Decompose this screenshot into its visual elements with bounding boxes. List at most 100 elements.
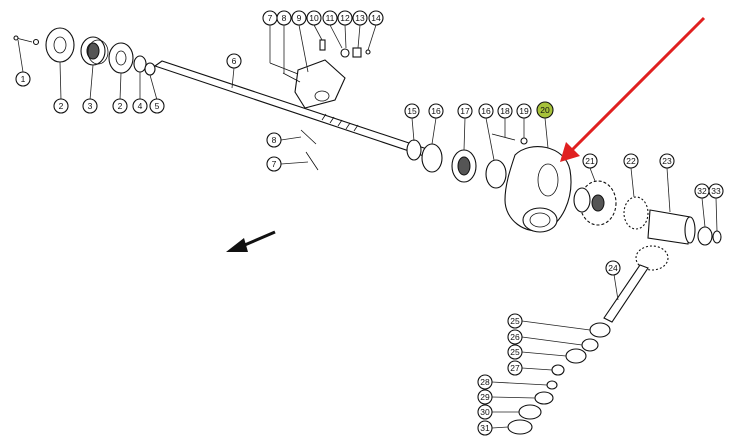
callout-label: 31 [480,423,490,433]
bushing-part [144,62,156,76]
callout-c22: 22 [623,153,639,169]
pin-part [282,72,301,83]
callout-c28: 28 [477,374,493,390]
callout-label: 25 [510,347,520,357]
callout-c12: 12 [337,10,353,26]
snap-ring-part [406,139,422,161]
callout-label: 27 [510,363,520,373]
leader-lines [17,24,718,429]
callout-c24: 24 [605,260,621,276]
callout-c8b: 8 [266,132,282,148]
callout-c31: 31 [477,420,493,436]
callout-label: 32 [697,186,707,196]
callout-c21: 21 [582,153,598,169]
callout-label: 2 [59,101,64,111]
callout-label: 2 [118,101,123,111]
callout-c2a: 2 [53,98,69,114]
callout-label: 22 [626,156,636,166]
callout-label: 6 [232,56,237,66]
callout-label: 16 [431,106,441,116]
bolt-part [15,37,33,43]
callout-label: 24 [608,263,618,273]
callout-c10: 10 [306,10,322,26]
callout-label: 1 [21,74,26,84]
indicator-arrow [560,16,706,162]
callout-c4: 4 [132,98,148,114]
callout-c2b: 2 [112,98,128,114]
callout-c11: 11 [322,10,338,26]
bearing-part [565,348,587,364]
nut-part [365,49,371,55]
callout-label: 12 [340,13,350,23]
callout-c14: 14 [368,10,384,26]
callout-label: 29 [480,392,490,402]
callout-c6: 6 [226,53,242,69]
callout-c20: 20 [536,101,554,119]
callout-c33: 33 [708,183,724,199]
washer-part [32,38,40,46]
callout-label: 20 [540,105,550,115]
callout-c5: 5 [149,98,165,114]
dowel-pin-part [305,151,319,171]
ring-part [133,55,147,73]
callout-c27: 27 [507,360,523,376]
right-gear-assembly [573,180,722,246]
callout-c16b: 16 [478,103,494,119]
callout-c25a: 25 [507,313,523,329]
direction-arrow [226,230,276,252]
pinion-shaft-assembly [507,245,669,435]
callout-c26: 26 [507,329,523,345]
ring-part [485,159,507,189]
gear-housing-part [504,146,572,233]
pinion-gear-part [635,245,669,271]
callout-c9: 9 [291,10,307,26]
washer-part [712,230,722,244]
callout-label: 7 [272,159,277,169]
callout-label: 10 [309,13,319,23]
callout-label: 30 [480,407,490,417]
bracket-part [294,59,346,109]
seal-part [518,404,542,420]
callout-label: 25 [510,316,520,326]
dowel-pin-part [300,129,317,145]
washer-part [340,48,350,58]
callout-label: 16 [481,106,491,116]
callout-c17: 17 [457,103,473,119]
callout-label: 11 [326,13,335,23]
flange-plate-part [108,42,134,74]
callout-label: 4 [138,101,143,111]
callout-c23: 23 [659,153,675,169]
callout-c13: 13 [352,10,368,26]
callout-label: 8 [282,13,287,23]
callout-label: 21 [585,156,595,166]
callout-c3: 3 [82,98,98,114]
seal-part [534,391,554,405]
ring-part [551,364,565,376]
callout-label: 17 [460,106,470,116]
pin-part [319,39,326,51]
callout-c7a: 7 [262,10,278,26]
bevel-gear-part [623,196,649,230]
spacer-part [581,338,599,352]
washer-part [520,137,528,145]
snap-ring-part [507,419,533,435]
callout-c32: 32 [694,183,710,199]
callout-c16a: 16 [428,103,444,119]
ring-part [421,143,443,173]
callout-label: 26 [510,332,520,342]
pinion-shaft-part [603,264,649,323]
sleeve-part [647,209,691,245]
bolt-head [13,35,19,41]
callout-label: 5 [155,101,160,111]
callout-c30: 30 [477,404,493,420]
flange-plate-part [45,27,75,63]
bracket-assembly [269,39,371,109]
washer-part [546,380,558,390]
bolt-part [491,133,516,141]
callout-label: 9 [297,13,302,23]
callout-c7b: 7 [266,156,282,172]
callout-label: 3 [88,101,93,111]
callout-label: 13 [355,13,365,23]
